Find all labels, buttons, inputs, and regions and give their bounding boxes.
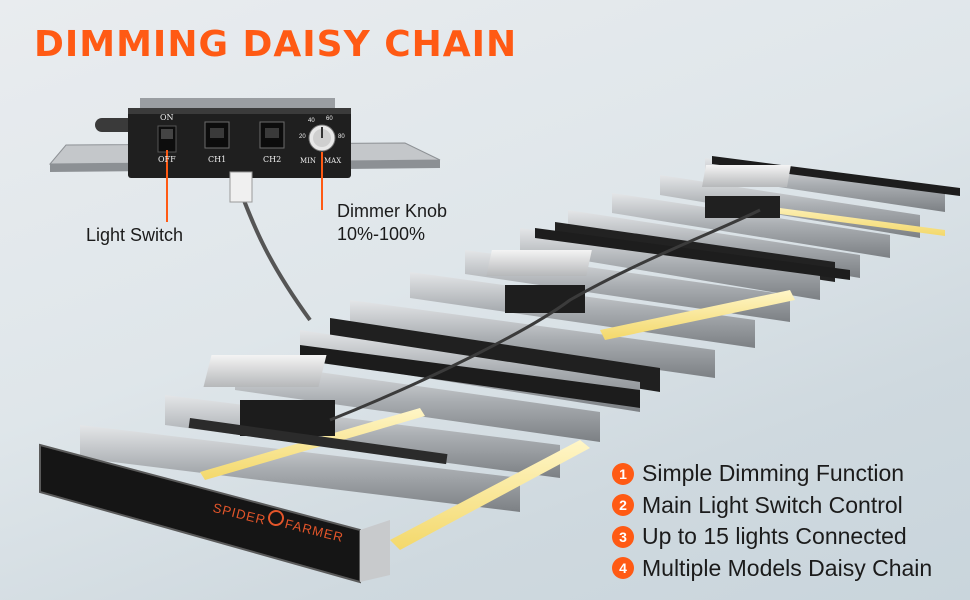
number-badge-3: 3 xyxy=(612,525,634,548)
knob-mark-80: 80 xyxy=(338,134,345,140)
dimmer-knob-callout-range: 10%-100% xyxy=(337,224,426,244)
knob-mark-40: 40 xyxy=(308,118,315,124)
rj-plug-icon xyxy=(229,171,253,203)
network-cable xyxy=(238,189,312,322)
controller-box xyxy=(128,98,351,178)
knob-max-label: MAX xyxy=(324,157,342,165)
number-badge-4: 4 xyxy=(612,557,634,580)
feature-item-4: 4 Multiple Models Daisy Chain xyxy=(612,553,932,585)
ch1-label: CH1 xyxy=(208,155,227,164)
ch1-port-icon xyxy=(204,121,230,149)
page-title: DIMMING DAISY CHAIN xyxy=(34,24,518,65)
knob-mark-60: 60 xyxy=(326,116,333,122)
light-switch-callout: Light Switch xyxy=(86,225,184,245)
grow-light-fixture-1 xyxy=(39,330,640,584)
feature-list: 1 Simple Dimming Function 2 Main Light S… xyxy=(612,458,932,584)
feature-text-4: Multiple Models Daisy Chain xyxy=(642,554,933,581)
number-badge-2: 2 xyxy=(612,494,634,517)
switch-off-label: OFF xyxy=(158,155,176,164)
switch-on-label: ON xyxy=(160,113,174,122)
feature-text-2: Main Light Switch Control xyxy=(642,491,903,518)
grow-light-fixture-2 xyxy=(330,228,850,392)
feature-text-1: Simple Dimming Function xyxy=(642,460,905,487)
feature-item-3: 3 Up to 15 lights Connected xyxy=(612,521,932,553)
feature-item-2: 2 Main Light Switch Control xyxy=(612,490,932,522)
daisy-chain-cable xyxy=(329,208,761,422)
knob-min-label: MIN xyxy=(300,157,317,165)
knob-mark-20: 20 xyxy=(299,134,306,140)
ch2-label: CH2 xyxy=(263,155,282,164)
feature-item-1: 1 Simple Dimming Function xyxy=(612,458,932,490)
ch2-port-icon xyxy=(259,121,285,149)
dimmer-knob-icon xyxy=(308,124,336,152)
dimmer-knob-callout: Dimmer Knob 10%-100% xyxy=(337,200,447,246)
number-badge-1: 1 xyxy=(612,462,634,485)
dimmer-knob-callout-title: Dimmer Knob xyxy=(337,201,448,221)
feature-text-3: Up to 15 lights Connected xyxy=(642,523,907,550)
